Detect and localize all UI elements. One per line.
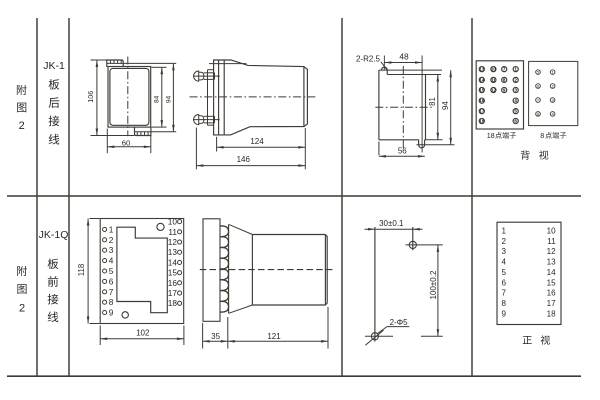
svg-text:2-Φ5: 2-Φ5 [390, 318, 408, 327]
svg-text:2: 2 [551, 83, 554, 88]
svg-text:6: 6 [514, 119, 517, 124]
svg-text:15: 15 [168, 268, 178, 278]
svg-text:3: 3 [551, 97, 554, 102]
svg-text:124: 124 [250, 137, 264, 146]
svg-text:1: 1 [502, 226, 507, 235]
svg-text:18: 18 [479, 119, 485, 124]
svg-text:JK-1: JK-1 [43, 60, 65, 72]
svg-text:12: 12 [547, 247, 557, 256]
svg-text:100±0.2: 100±0.2 [429, 270, 438, 299]
svg-text:JK-1Q: JK-1Q [39, 229, 69, 241]
svg-text:11: 11 [547, 237, 556, 246]
svg-text:17: 17 [168, 288, 178, 298]
svg-text:4: 4 [109, 256, 114, 266]
svg-text:3: 3 [514, 88, 517, 93]
svg-text:6: 6 [109, 276, 114, 286]
svg-text:106: 106 [86, 91, 95, 103]
svg-text:8: 8 [503, 78, 506, 83]
svg-text:8: 8 [109, 297, 114, 307]
svg-text:5: 5 [537, 70, 540, 75]
svg-text:12: 12 [491, 88, 497, 93]
svg-text:9: 9 [109, 308, 114, 318]
svg-text:13: 13 [479, 67, 485, 72]
svg-text:10: 10 [547, 226, 557, 235]
svg-text:13: 13 [168, 247, 178, 257]
svg-text:15: 15 [547, 278, 557, 287]
svg-text:121: 121 [267, 332, 281, 341]
svg-text:3: 3 [109, 245, 114, 255]
svg-text:1: 1 [514, 67, 517, 72]
svg-text:10: 10 [168, 217, 178, 227]
svg-text:9: 9 [503, 88, 506, 93]
svg-text:2: 2 [502, 237, 507, 246]
svg-text:12: 12 [168, 237, 178, 247]
svg-text:15: 15 [479, 88, 485, 93]
svg-text:5: 5 [109, 266, 114, 276]
svg-text:1: 1 [551, 70, 554, 75]
svg-text:17: 17 [547, 299, 557, 308]
svg-text:94: 94 [165, 96, 172, 104]
svg-text:1: 1 [109, 224, 114, 234]
svg-text:17: 17 [479, 109, 485, 114]
svg-text:16: 16 [168, 278, 178, 288]
svg-text:4: 4 [551, 111, 554, 116]
svg-text:9: 9 [502, 310, 507, 319]
svg-text:14: 14 [168, 257, 178, 267]
svg-text:146: 146 [237, 155, 251, 164]
svg-text:5: 5 [502, 268, 507, 277]
svg-text:35: 35 [211, 332, 220, 341]
svg-text:16: 16 [547, 289, 557, 298]
svg-text:118: 118 [77, 264, 86, 276]
svg-text:7: 7 [503, 67, 506, 72]
svg-text:84: 84 [154, 95, 161, 103]
svg-text:56: 56 [398, 147, 407, 156]
svg-text:8: 8 [537, 111, 540, 116]
svg-text:2-R2.5: 2-R2.5 [356, 54, 381, 63]
svg-text:102: 102 [136, 329, 150, 338]
svg-text:4: 4 [502, 258, 507, 267]
svg-text:30±0.1: 30±0.1 [379, 219, 404, 228]
svg-text:2: 2 [19, 302, 25, 314]
svg-text:14: 14 [547, 268, 557, 277]
svg-text:5: 5 [514, 109, 517, 114]
svg-text:2: 2 [514, 78, 517, 83]
svg-text:8: 8 [502, 299, 507, 308]
svg-text:2: 2 [109, 235, 114, 245]
svg-text:18: 18 [547, 310, 557, 319]
svg-text:4: 4 [514, 98, 517, 103]
svg-text:7: 7 [537, 97, 540, 102]
svg-text:48: 48 [399, 51, 409, 61]
svg-text:13: 13 [547, 258, 557, 267]
svg-text:7: 7 [109, 287, 114, 297]
svg-text:81: 81 [428, 97, 437, 106]
svg-text:2: 2 [19, 120, 25, 132]
svg-text:18: 18 [168, 298, 178, 308]
svg-text:3: 3 [502, 247, 507, 256]
svg-text:6: 6 [537, 83, 540, 88]
svg-text:16: 16 [479, 98, 485, 103]
svg-text:60: 60 [122, 138, 131, 147]
svg-text:18: 18 [487, 131, 495, 140]
svg-text:14: 14 [479, 78, 485, 83]
svg-text:10: 10 [491, 67, 497, 72]
svg-text:8: 8 [540, 131, 544, 140]
svg-text:94: 94 [441, 101, 450, 110]
svg-text:11: 11 [168, 227, 177, 237]
svg-text:11: 11 [491, 78, 496, 83]
svg-text:7: 7 [502, 289, 507, 298]
svg-text:6: 6 [502, 278, 507, 287]
